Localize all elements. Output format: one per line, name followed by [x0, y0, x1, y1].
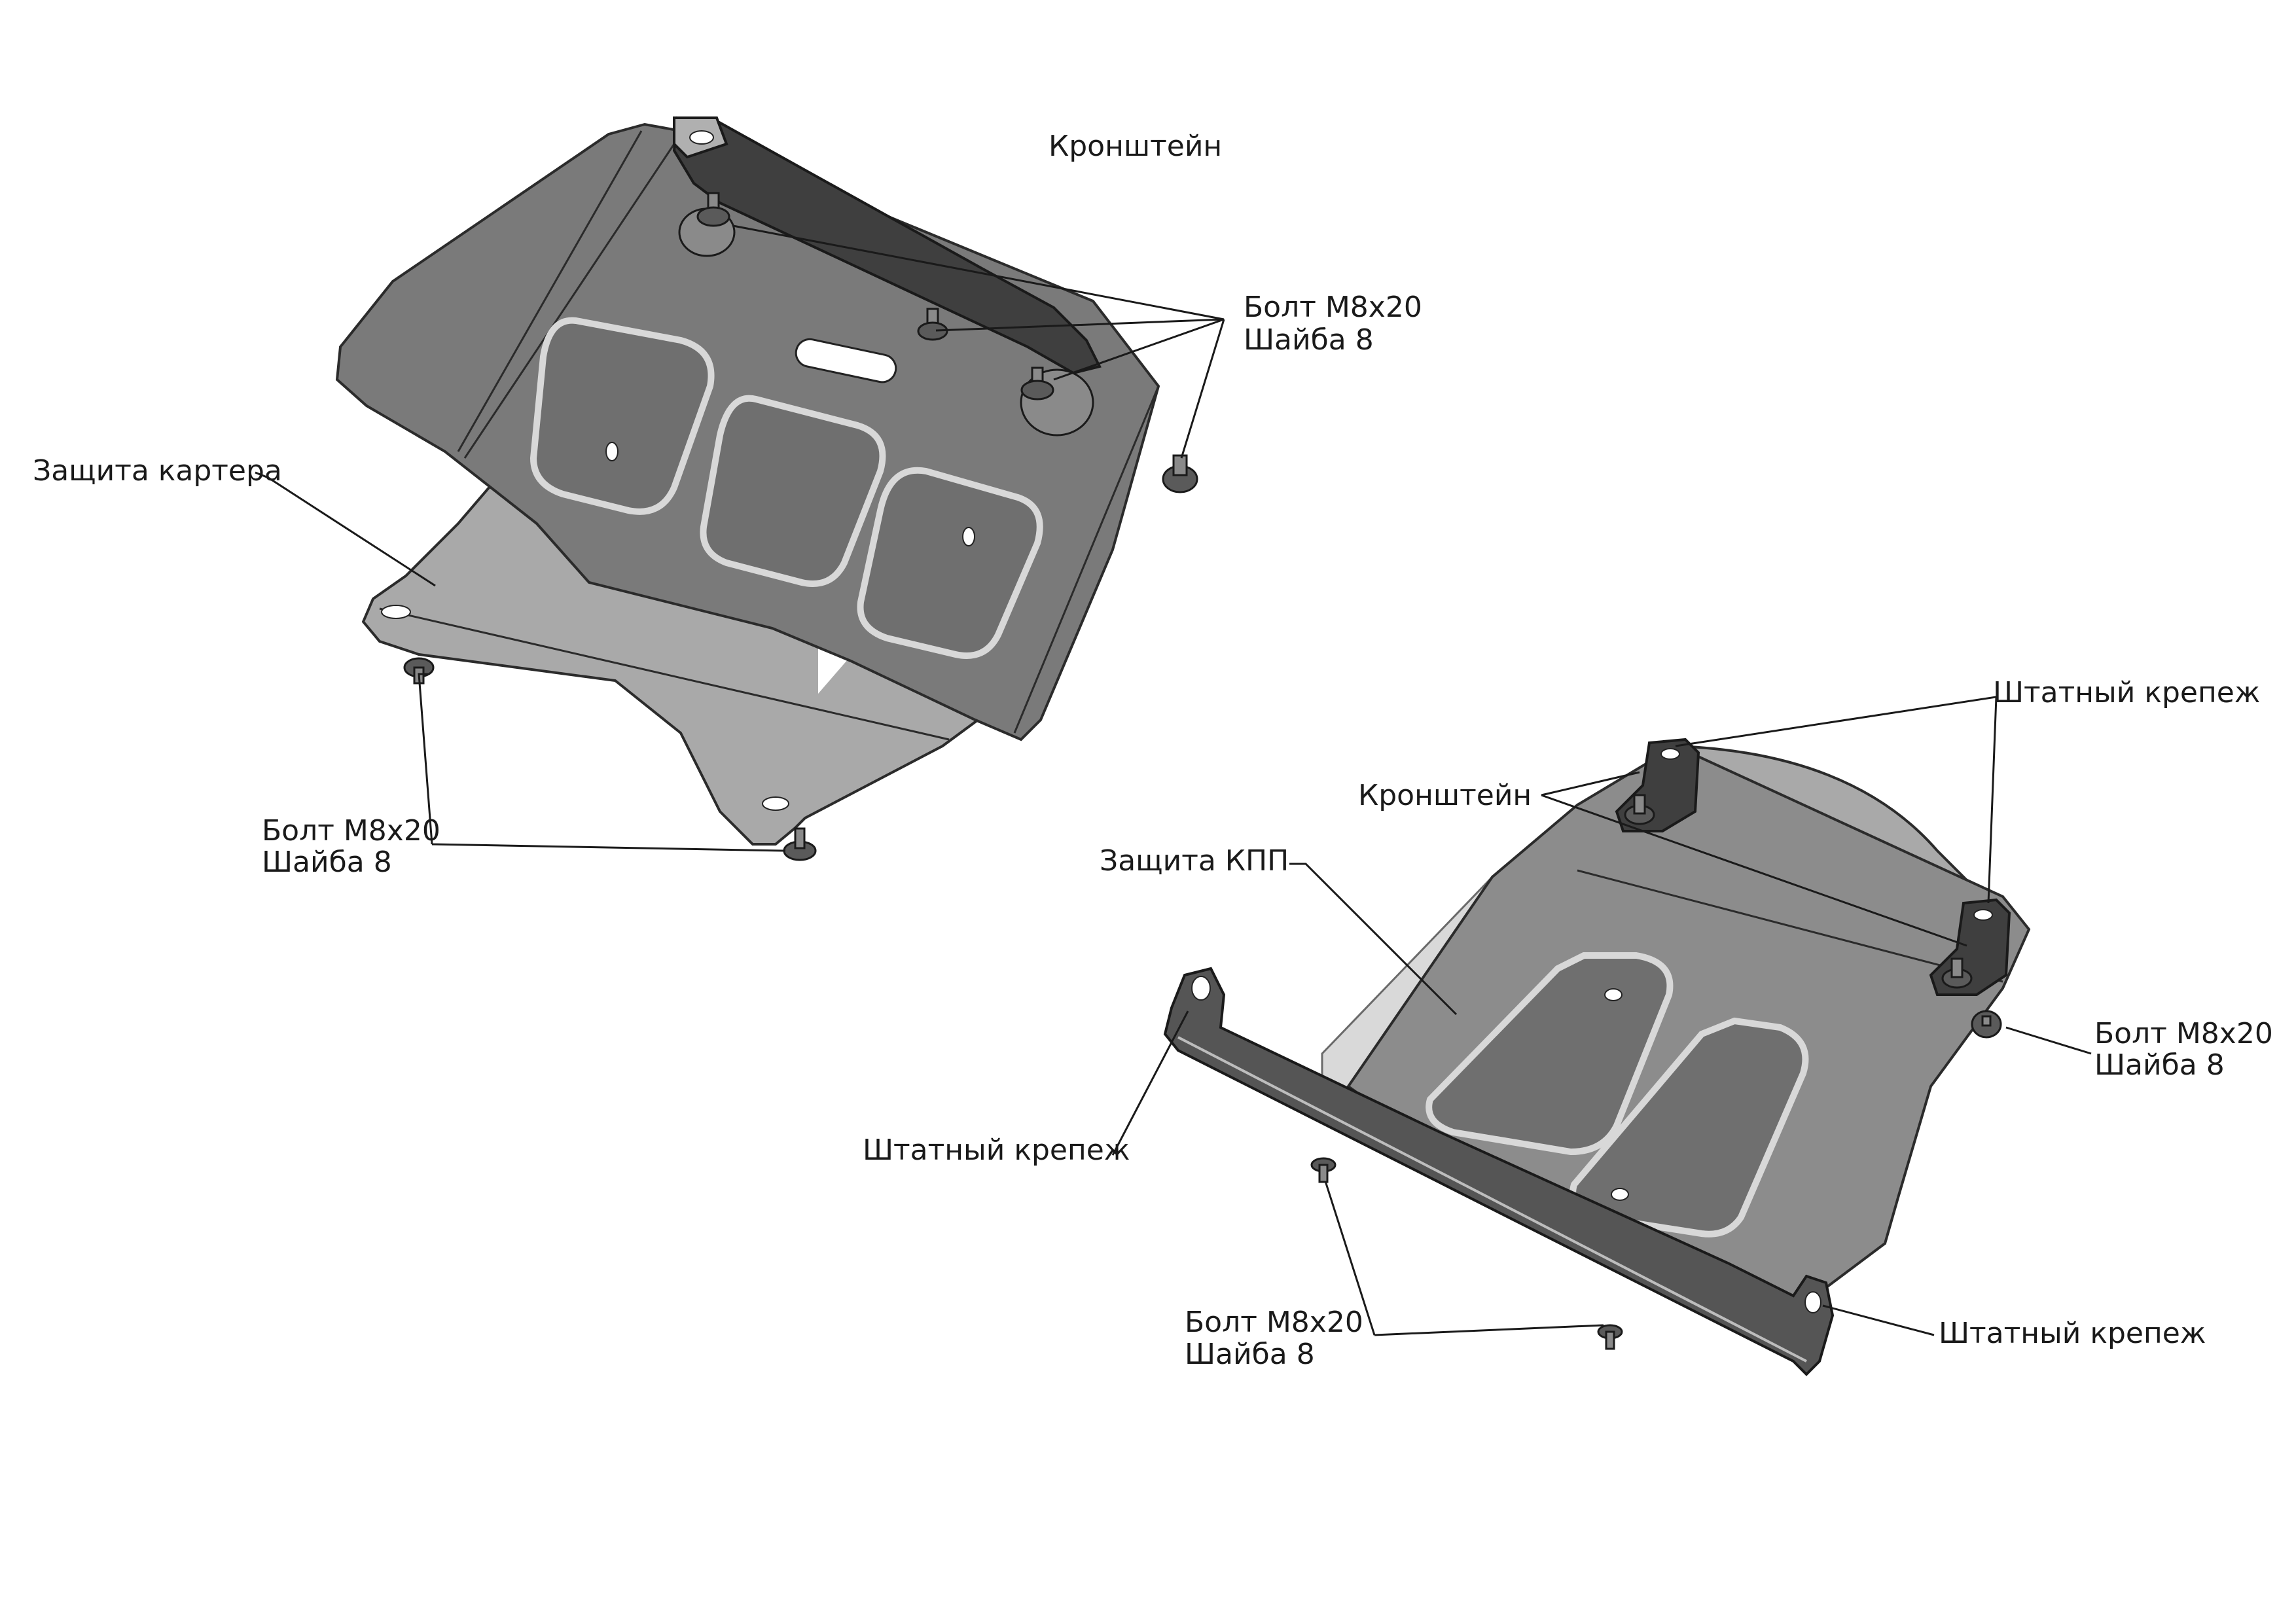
bolt-icon	[696, 192, 730, 227]
callouts: Кронштейн Болт М8х20 Шайба 8 Защита карт…	[33, 130, 2273, 1371]
label-bolt-bottom-line1: Болт М8х20	[1185, 1306, 1363, 1339]
gearbox-guard-drawing	[1163, 738, 2031, 1376]
label-bolt-top-line2: Шайба 8	[1244, 323, 1374, 357]
label-bolt-left-line1: Болт М8х20	[262, 814, 440, 847]
gearbox-guard-fold	[1577, 869, 2003, 983]
bolt-icon	[1162, 454, 1198, 493]
crankcase-guard-drawing	[335, 116, 1160, 846]
crankcase-slot-hole-left	[381, 605, 411, 619]
crankcase-window-middle	[700, 395, 886, 587]
crankcase-window-left	[529, 317, 715, 515]
bolt-icon	[1971, 1010, 2002, 1039]
gearbox-front-rail	[1163, 967, 1835, 1376]
crankcase-guard-front-fold	[1013, 385, 1160, 734]
gearbox-window-hole-top	[1604, 988, 1623, 1001]
crankcase-bracket	[672, 116, 1102, 375]
gearbox-window-hole-bottom	[1611, 1188, 1629, 1201]
bolt-icon	[1020, 366, 1054, 401]
label-bolt-right-line1: Болт М8х20	[2094, 1017, 2273, 1050]
label-bracket-right: Кронштейн	[1358, 779, 1532, 812]
label-gearbox-guard: Защита КПП	[1100, 844, 1289, 878]
crankcase-window-hole-right	[962, 527, 975, 546]
crankcase-window-hole-left	[605, 442, 619, 461]
label-standard-fastener-left: Штатный крепеж	[863, 1133, 1130, 1167]
bolt-icon	[1941, 957, 1973, 989]
gearbox-rail-hole-left	[1191, 976, 1211, 1001]
gearbox-bracket-left-hole	[1660, 748, 1680, 760]
crankcase-slot	[795, 338, 897, 383]
label-standard-fastener-top: Штатный крепеж	[1993, 676, 2260, 709]
label-bolt-top-line1: Болт М8х20	[1244, 291, 1422, 324]
crankcase-slot-hole-bottom	[762, 796, 789, 811]
crankcase-bracket-hole	[689, 130, 714, 145]
bolt-icon	[1597, 1324, 1623, 1350]
label-bolt-bottom-line2: Шайба 8	[1185, 1338, 1315, 1371]
crankcase-guard-lower-plate	[361, 476, 1070, 846]
leader-lines	[255, 224, 2092, 1336]
bolt-icon	[917, 308, 948, 341]
crankcase-window-right	[857, 467, 1043, 659]
gearbox-bolts	[1310, 794, 2002, 1350]
bolt-icon	[783, 827, 817, 861]
label-standard-fastener-bottom: Штатный крепеж	[1939, 1317, 2206, 1350]
gearbox-window-left	[1426, 952, 1674, 1156]
bolt-icon	[1310, 1157, 1336, 1183]
label-bolt-right-line2: Шайба 8	[2094, 1048, 2225, 1082]
bolt-icon	[1624, 794, 1655, 825]
crankcase-guard-lower-fold	[379, 607, 950, 741]
gearbox-rail-hole-right	[1804, 1291, 1821, 1313]
crankcase-bolts	[403, 192, 1198, 861]
crankcase-guard-side-fold	[457, 130, 682, 459]
label-crankcase-guard: Защита картера	[33, 454, 282, 488]
label-bolt-left-line2: Шайба 8	[262, 846, 392, 879]
gearbox-bracket-right-hole	[1973, 909, 1993, 921]
gearbox-rail-edge	[1177, 1036, 1807, 1363]
label-bracket-top: Кронштейн	[1049, 130, 1222, 163]
